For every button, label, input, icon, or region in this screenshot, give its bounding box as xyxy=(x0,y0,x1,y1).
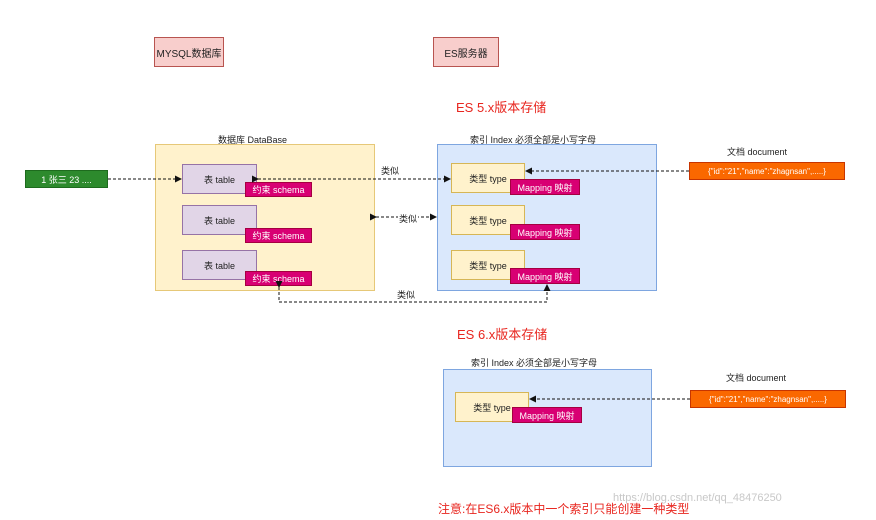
schema-tag-1: 约束 schema xyxy=(245,182,312,197)
similar-label-3: 类似 xyxy=(396,288,417,301)
mapping-tag-1: Mapping 映射 xyxy=(510,179,580,195)
es-server-header: ES服务器 xyxy=(433,37,499,67)
document-caption-6x: 文档 document xyxy=(726,373,787,383)
document-caption-5x: 文档 document xyxy=(727,147,788,157)
table-box-2: 表 table xyxy=(182,205,257,235)
document-box-6x: {"id":"21","name":"zhagnsan",.....} xyxy=(690,390,846,408)
index-caption-6x: 索引 Index 必须全部是小写字母 xyxy=(471,358,598,368)
similar-label-1: 类似 xyxy=(380,164,401,177)
data-row-box: 1 张三 23 .... xyxy=(25,170,108,188)
es6-title: ES 6.x版本存储 xyxy=(457,327,548,342)
mapping-tag-6x: Mapping 映射 xyxy=(512,407,582,423)
similar-label-2: 类似 xyxy=(398,212,419,225)
mapping-tag-2: Mapping 映射 xyxy=(510,224,580,240)
table-box-1: 表 table xyxy=(182,164,257,194)
document-box-5x: {"id":"21","name":"zhagnsan",.....} xyxy=(689,162,845,180)
index-caption-5x: 索引 Index 必须全部是小写字母 xyxy=(470,135,597,145)
mysql-header: MYSQL数据库 xyxy=(154,37,224,67)
note-text: 注意:在ES6.x版本中一个索引只能创建一种类型 xyxy=(438,502,690,516)
table-box-3: 表 table xyxy=(182,250,257,280)
watermark-text: https://blog.csdn.net/qq_48476250 xyxy=(613,492,782,504)
type-box-2: 类型 type xyxy=(451,205,525,235)
database-caption: 数据库 DataBase xyxy=(218,135,288,145)
es5-title: ES 5.x版本存储 xyxy=(456,100,547,115)
arrow-schema-mapping xyxy=(275,281,551,303)
schema-tag-2: 约束 schema xyxy=(245,228,312,243)
